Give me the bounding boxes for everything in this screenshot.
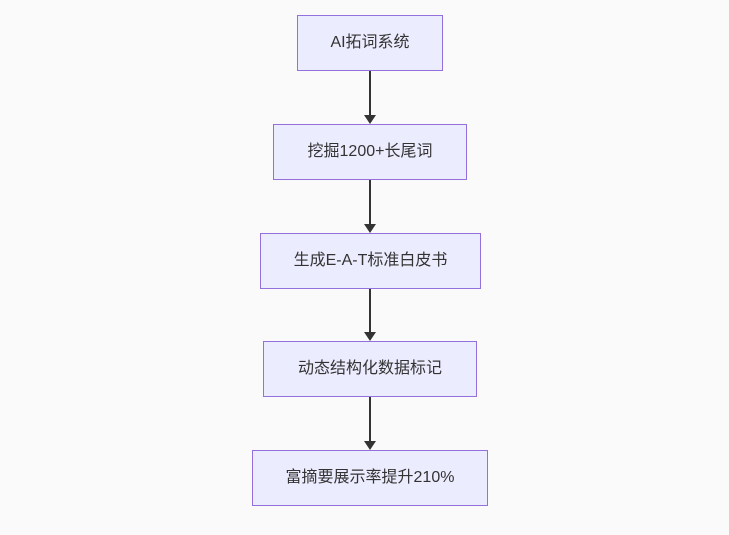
- node-longtail-mining: 挖掘1200+长尾词: [273, 124, 467, 180]
- edge-line: [369, 71, 371, 117]
- arrow-down-icon: [364, 332, 376, 341]
- node-eat-whitepaper: 生成E-A-T标准白皮书: [260, 233, 481, 289]
- edge-line: [369, 397, 371, 443]
- edge-arrow: [364, 289, 376, 341]
- node-structured-data-markup: 动态结构化数据标记: [263, 341, 477, 397]
- arrow-down-icon: [364, 115, 376, 124]
- node-label: 挖掘1200+长尾词: [307, 143, 433, 160]
- arrow-down-icon: [364, 441, 376, 450]
- edge-arrow: [364, 71, 376, 124]
- arrow-down-icon: [364, 224, 376, 233]
- node-label: 生成E-A-T标准白皮书: [293, 252, 448, 269]
- edge-line: [369, 180, 371, 226]
- node-rich-snippet-result: 富摘要展示率提升210%: [252, 450, 488, 506]
- node-label: AI拓词系统: [330, 34, 410, 51]
- node-label: 动态结构化数据标记: [297, 360, 442, 377]
- edge-line: [369, 289, 371, 334]
- node-label: 富摘要展示率提升210%: [285, 469, 455, 486]
- edge-arrow: [364, 397, 376, 450]
- edge-arrow: [364, 180, 376, 233]
- node-ai-keyword-system: AI拓词系统: [297, 15, 443, 71]
